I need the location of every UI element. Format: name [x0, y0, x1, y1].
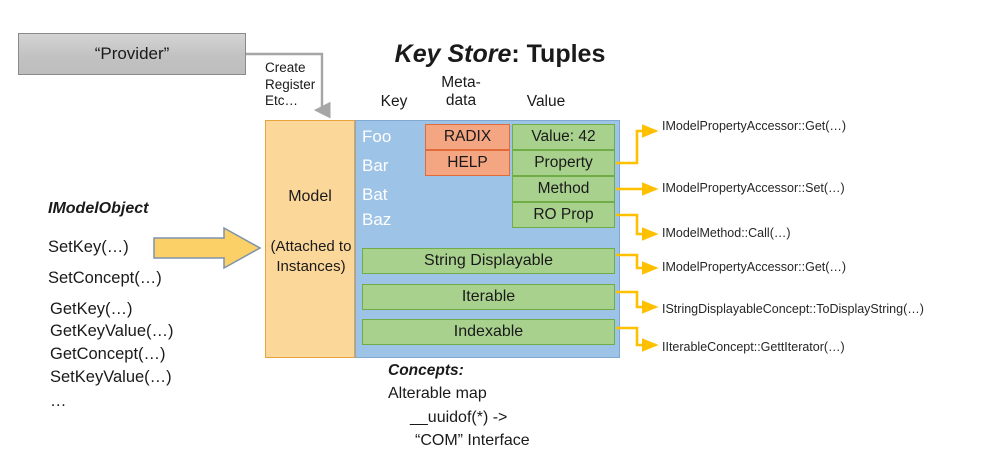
model-label: Model [288, 188, 332, 205]
connector-property [616, 124, 659, 165]
api-callout: IIterableConcept::GettIterator(…) [662, 340, 845, 354]
model-box [265, 120, 355, 358]
api-callout: IModelPropertyAccessor::Get(…) [662, 119, 847, 133]
page-title: Key Store: Tuples [360, 40, 640, 69]
concepts-note-line: “COM” Interface [415, 432, 530, 449]
connector-roprop [616, 213, 659, 241]
api-callout: IModelMethod::Call(…) [662, 226, 791, 240]
page-title-rest: : Tuples [511, 40, 606, 68]
value-cell: Property [512, 150, 615, 176]
concepts-note-title: Concepts: [388, 362, 464, 379]
key-cell: Bat [362, 185, 388, 204]
api-callout: IModelPropertyAccessor::Set(…) [662, 181, 845, 195]
imodelobject-method: SetKeyValue(…) [50, 368, 172, 386]
key-cell: Bar [362, 156, 389, 175]
imodelobject-title: IModelObject [48, 200, 149, 217]
create-register-label: Create Register Etc… [265, 60, 316, 108]
concepts-note-line: __uuidof(*) -> [410, 409, 508, 426]
concept-bar: Iterable [362, 284, 615, 310]
metadata-cell: RADIX [425, 124, 510, 150]
page-title-emphasis: Key Store [394, 40, 512, 68]
api-callout: IModelPropertyAccessor::Get(…) [662, 260, 847, 274]
flow-arrow-icon [153, 226, 262, 270]
concept-bar: String Displayable [362, 248, 615, 274]
imodelobject-method: SetKey(…) [48, 238, 129, 256]
column-header-metadata: Meta- data [441, 74, 481, 109]
column-header-key: Key [380, 93, 408, 110]
connector-iterable [616, 290, 659, 314]
key-cell: Baz [362, 210, 392, 229]
provider-box: “Provider” [18, 33, 246, 75]
connector-indexable [616, 326, 659, 352]
key-cell: Foo [362, 127, 392, 146]
provider-label: “Provider” [94, 44, 170, 63]
imodelobject-method: GetConcept(…) [50, 345, 166, 363]
concepts-note-line: Alterable map [388, 385, 487, 402]
imodelobject-method: GetKey(…) [50, 300, 133, 318]
imodelobject-method: … [50, 392, 67, 410]
connector-string-displayable [616, 253, 659, 275]
model-sublabel: (Attached to Instances) [270, 238, 352, 275]
imodelobject-method: SetConcept(…) [48, 269, 162, 287]
api-callout: IStringDisplayableConcept::ToDisplayStri… [662, 302, 924, 316]
value-cell: Value: 42 [512, 124, 615, 150]
concept-bar: Indexable [362, 319, 615, 345]
value-cell: Method [512, 176, 615, 202]
imodelobject-method: GetKeyValue(…) [50, 322, 174, 340]
value-cell: RO Prop [512, 202, 615, 228]
column-header-value: Value [526, 93, 566, 110]
metadata-cell: HELP [425, 150, 510, 176]
